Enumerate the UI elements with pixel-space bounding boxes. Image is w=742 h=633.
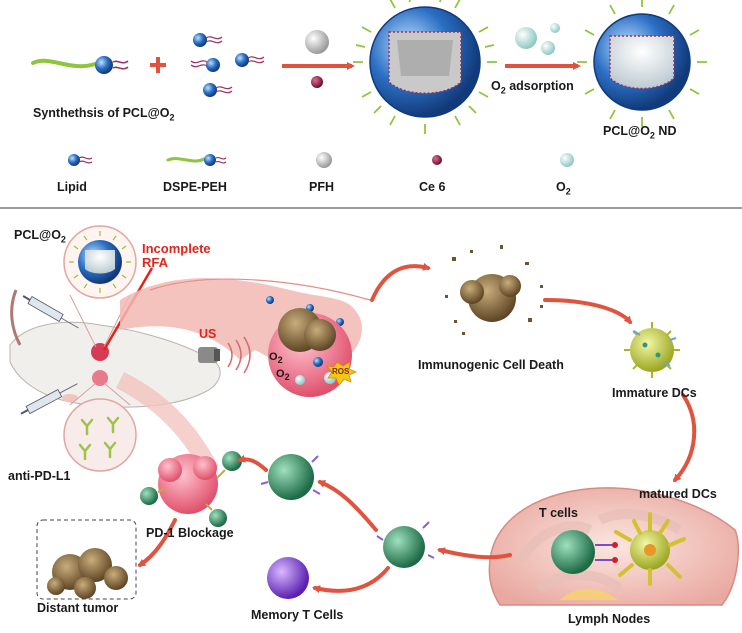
legend-lipid-label: Lipid	[57, 180, 87, 194]
arrow-pd1-to-distant	[137, 518, 177, 567]
pfh-droplet	[305, 30, 329, 54]
legend-dspe-label: DSPE-PEH	[163, 180, 227, 194]
distant-tumor-label: Distant tumor	[37, 601, 119, 615]
arrow-tcell-to-tumor	[237, 454, 268, 472]
dspe-peh-molecule	[31, 56, 129, 74]
distant-tumor-frame	[36, 519, 137, 600]
t-cells-label: T cells	[539, 506, 578, 520]
matured-dcs-label: matured DCs	[639, 487, 717, 501]
arrow-lymph-to-tcell	[437, 547, 512, 560]
activated-t-cell-center	[376, 521, 435, 568]
legend-dspe-icon	[166, 154, 227, 166]
plus-icon	[150, 57, 166, 73]
antibody-zoom-circle	[63, 398, 137, 472]
legend-o2-label: O2	[556, 180, 571, 197]
product-label: PCL@O2 ND	[603, 124, 677, 141]
pcl-o2-nanodroplet	[577, 0, 707, 127]
legend-pfh-label: PFH	[309, 180, 334, 194]
matured-dc	[614, 512, 686, 586]
us-label: US	[199, 327, 217, 341]
activated-t-cell-top	[260, 454, 321, 500]
ros-burst-icon	[326, 361, 358, 386]
zoom-lines-bottom	[69, 382, 131, 406]
syringe-bottom-icon	[20, 383, 78, 415]
ce6-molecule	[311, 76, 323, 88]
arrow-tcell-to-memory	[312, 566, 390, 594]
immature-dcs-label: Immature DCs	[612, 386, 697, 400]
ultrasound-probe-icon	[198, 336, 251, 374]
pcl-zoom-circle	[63, 225, 137, 299]
oxygen-bubbles	[515, 23, 560, 55]
lymph-nodes-label: Lymph Nodes	[568, 612, 651, 626]
lymph-t-cell	[551, 530, 595, 574]
lipid-cluster	[190, 33, 265, 97]
legend-lipid-icon	[68, 154, 93, 166]
arrow-tcell-to-top	[317, 480, 378, 532]
syringe-top-icon	[22, 295, 79, 329]
pd1-blockage-cluster	[140, 451, 242, 527]
legend-ce6-label: Ce 6	[419, 180, 446, 194]
synapse-receptors	[595, 542, 618, 563]
nanoparticle-intermediate	[353, 0, 497, 134]
arrow-dc-to-lymph	[672, 393, 697, 483]
memory-t-cells-label: Memory T Cells	[251, 608, 344, 622]
immunogenic-cell-death-debris	[445, 245, 543, 335]
arrow-icd-to-dc	[543, 298, 632, 325]
o2-tag-2: O2	[276, 368, 290, 383]
memory-t-cell	[267, 557, 309, 599]
distant-tumor	[47, 548, 128, 599]
immature-dc	[624, 322, 680, 378]
pcl-label: PCL@O2	[14, 228, 66, 245]
legend-pfh-icon	[316, 152, 332, 168]
pd1-blockage-label: PD-1 Blockage	[146, 526, 234, 540]
arrow-tumor-to-icd	[370, 262, 431, 302]
icd-label: Immunogenic Cell Death	[418, 358, 564, 372]
legend-o2-icon	[560, 153, 574, 167]
anti-pdl1-label: anti-PD-L1	[8, 469, 71, 483]
synthesis-caption: Synthethsis of PCL@O2	[33, 106, 175, 123]
ros-label: ROS	[332, 367, 350, 376]
adsorption-label: O2 adsorption	[491, 79, 574, 96]
o2-tag-1: O2	[269, 351, 283, 366]
legend-ce6-icon	[432, 155, 442, 165]
